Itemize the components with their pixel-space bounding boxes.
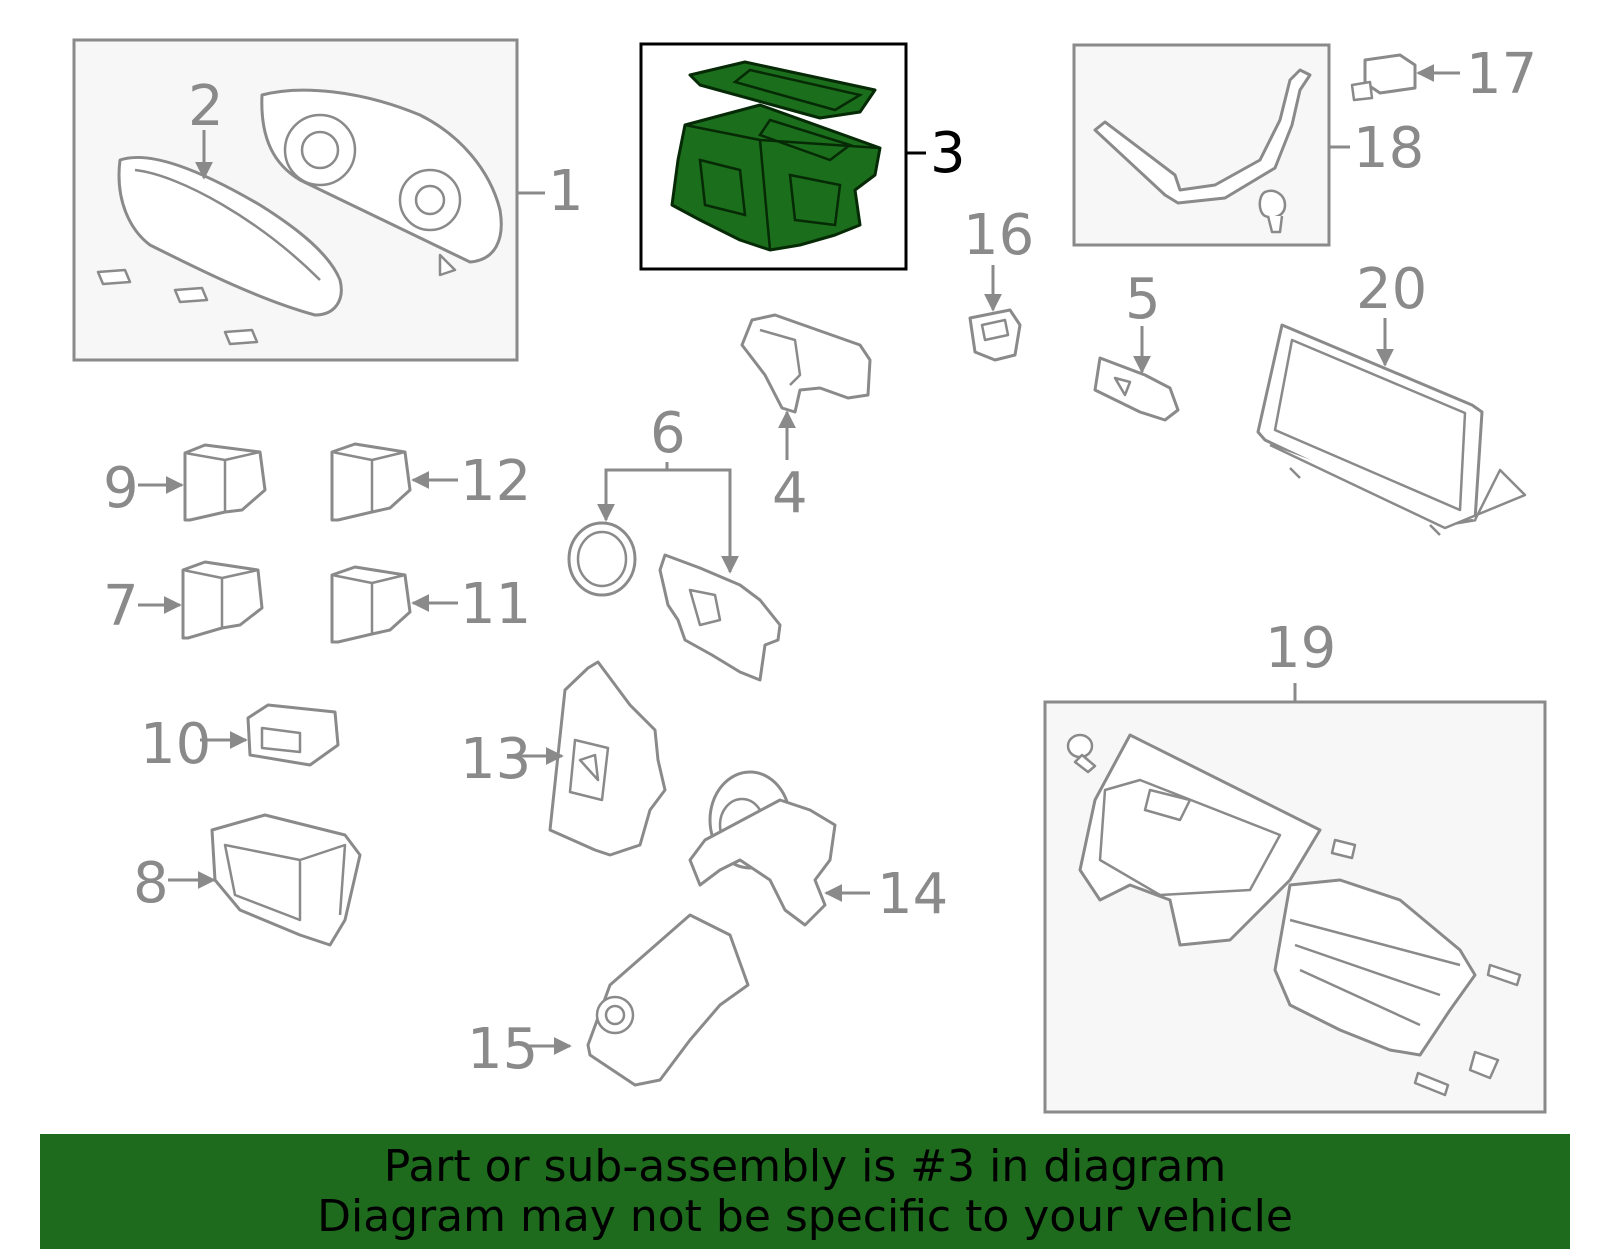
callout-12: 12 [460, 449, 531, 514]
part-11-switch[interactable] [330, 565, 412, 644]
part-8-switch-panel[interactable] [210, 813, 362, 947]
callout-1: 1 [548, 159, 584, 224]
callout-4: 4 [772, 461, 808, 526]
part-14-dial-switch[interactable] [688, 770, 837, 927]
callout-10: 10 [140, 712, 211, 777]
part-3-highlighted-assembly[interactable] [639, 42, 908, 271]
callout-20: 20 [1356, 257, 1427, 322]
callout-14: 14 [877, 862, 948, 927]
part-7-switch[interactable] [181, 560, 264, 640]
callout-2: 2 [188, 74, 224, 139]
part-18-harness-group[interactable] [1072, 43, 1331, 247]
part-5-sensor[interactable] [1093, 356, 1180, 422]
callout-8: 8 [133, 851, 169, 916]
part-4-bracket[interactable] [740, 313, 872, 414]
part-16-switch[interactable] [968, 308, 1022, 362]
callout-17: 17 [1466, 42, 1537, 107]
callout-19: 19 [1265, 616, 1336, 681]
part-17-sensor[interactable] [1350, 53, 1417, 102]
notice-banner: Part or sub-assembly is #3 in diagram Di… [40, 1134, 1570, 1249]
banner-line-2: Diagram may not be specific to your vehi… [317, 1190, 1293, 1242]
callout-13: 13 [460, 727, 531, 792]
part-20-display[interactable] [1256, 323, 1527, 536]
callout-6: 6 [650, 401, 686, 466]
banner-line-1: Part or sub-assembly is #3 in diagram [383, 1140, 1227, 1192]
callout-15: 15 [467, 1017, 538, 1082]
callout-7: 7 [103, 574, 139, 639]
part-15-bracket[interactable] [586, 913, 750, 1087]
part-19-center-panel-group[interactable] [1043, 700, 1547, 1114]
part-10-switch[interactable] [246, 703, 340, 767]
part-1-instrument-cluster-group[interactable] [72, 38, 519, 362]
part-13-switch-bracket[interactable] [548, 660, 667, 857]
callout-18: 18 [1353, 116, 1424, 181]
part-9-switch[interactable] [183, 443, 267, 522]
part-6-knob-ring[interactable] [567, 521, 637, 597]
callout-16: 16 [963, 203, 1034, 268]
callout-3: 3 [930, 121, 966, 186]
callout-5: 5 [1125, 267, 1161, 332]
callout-9: 9 [103, 456, 139, 521]
callout-11: 11 [460, 572, 531, 637]
part-12-switch[interactable] [330, 442, 412, 522]
part-6-knob-bracket[interactable] [658, 553, 782, 682]
